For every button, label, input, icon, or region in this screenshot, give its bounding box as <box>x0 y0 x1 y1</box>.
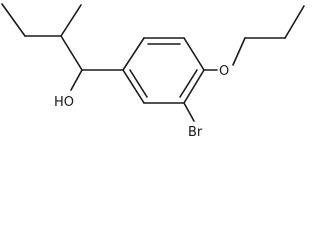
ring-bond-6 <box>122 69 145 104</box>
ring-bond-4 <box>183 69 205 104</box>
bond-ring-bromine <box>183 102 195 122</box>
bond-ch-carbinol <box>60 35 83 71</box>
ring-bond-3 <box>183 37 205 71</box>
chemical-structure-diagram: HO Br O <box>1 3 305 140</box>
carbinol-group: HO <box>54 69 124 110</box>
ring-double-bond-right <box>179 69 198 98</box>
ring-double-bond-left <box>129 69 148 98</box>
bond-methyl-branch <box>60 4 82 37</box>
hydroxyl-label: HO <box>54 95 74 110</box>
bond-carbinol-oh <box>70 69 83 91</box>
bond-ethyl-ch3-ch2 <box>1 3 26 37</box>
bromo-substituent: Br <box>183 102 203 140</box>
bond-ethoxy-ch3-end <box>284 5 305 39</box>
bond-oxygen-ch2 <box>232 37 246 66</box>
bromine-label: Br <box>188 125 203 140</box>
sec-butyl-chain <box>1 3 83 71</box>
benzene-ring <box>122 37 205 104</box>
ether-oxygen-label: O <box>219 64 229 79</box>
ethoxy-substituent: O <box>203 5 305 79</box>
ring-bond-1 <box>122 37 145 71</box>
